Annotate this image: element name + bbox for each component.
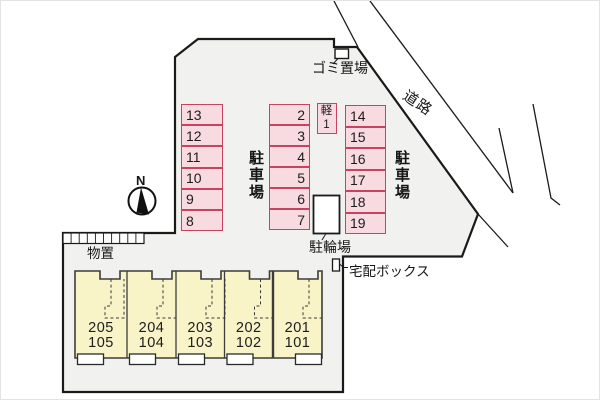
stair-dashed-symbol xyxy=(254,279,274,319)
unit-lower-number: 101 xyxy=(284,335,311,352)
parking-stall-3: 3 xyxy=(269,125,310,146)
parking-stall-9: 9 xyxy=(181,188,223,210)
unit-upper-number: 203 xyxy=(187,320,214,336)
parking-stall-13: 13 xyxy=(181,104,223,126)
road-edge-lower xyxy=(477,213,509,248)
parking-area-label-right: 駐車場 xyxy=(393,150,410,201)
delivery-box xyxy=(331,258,341,272)
compass-icon xyxy=(127,186,157,216)
unit-lower-number: 103 xyxy=(187,335,214,352)
road-branch-line xyxy=(498,127,514,194)
parking-stall-5: 5 xyxy=(269,167,310,188)
parking-stall-4: 4 xyxy=(269,146,310,167)
unit-upper-number: 202 xyxy=(235,320,262,336)
entrance-porch xyxy=(226,353,254,366)
parking-area-label-left: 駐車場 xyxy=(247,150,264,201)
north-indicator-label: N xyxy=(136,173,146,188)
unit-upper-number: 201 xyxy=(284,320,311,336)
entrance-porch xyxy=(294,353,323,366)
entrance-porch xyxy=(128,353,157,366)
bicycle-parking-label: 駐輪場 xyxy=(309,239,351,255)
parking-stall-14: 14 xyxy=(345,105,386,127)
bicycle-leader-line xyxy=(321,233,327,241)
parking-stall-16: 16 xyxy=(345,148,386,170)
parking-stall-18: 18 xyxy=(345,191,386,213)
delivery-box-label: 宅配ボックス xyxy=(349,264,430,279)
parking-stall-7: 7 xyxy=(269,209,310,230)
garbage-leader-line xyxy=(332,58,339,65)
garbage-area-label: ゴミ置場 xyxy=(312,60,368,76)
parking-stall-12: 12 xyxy=(181,125,223,147)
storage-label: 物置 xyxy=(87,246,114,261)
road-far-right-line xyxy=(532,103,561,206)
unit-lower-number: 105 xyxy=(88,335,114,352)
delivery-leader-line xyxy=(339,263,348,268)
road-edge-upper xyxy=(333,1,359,48)
building-footprint xyxy=(74,270,323,366)
parking-stall-15: 15 xyxy=(345,126,386,148)
garbage-box xyxy=(334,48,350,60)
parking-stall-6: 6 xyxy=(269,188,310,209)
bicycle-parking-box xyxy=(312,194,341,235)
parking-stall-11: 11 xyxy=(181,146,223,168)
parking-stall-8: 8 xyxy=(181,210,223,232)
kei-stall-number: 1 xyxy=(323,118,330,131)
storage-strip xyxy=(62,232,145,245)
entrance-porch xyxy=(177,353,206,366)
stair-dashed-symbol xyxy=(205,279,226,319)
stall-kei-1: 軽 1 xyxy=(316,103,337,134)
unit-upper-number: 205 xyxy=(88,320,114,336)
entrance-porch xyxy=(76,353,105,366)
stair-dashed-symbol xyxy=(302,279,323,319)
unit-lower-number: 104 xyxy=(138,335,165,352)
parking-stall-17: 17 xyxy=(345,169,386,191)
kei-stall-label: 軽 xyxy=(320,104,333,117)
parking-stall-19: 19 xyxy=(345,212,386,234)
unit-upper-number: 204 xyxy=(138,320,165,336)
parking-stall-10: 10 xyxy=(181,167,223,189)
stair-dashed-symbol xyxy=(156,279,177,319)
unit-lower-number: 102 xyxy=(235,335,262,352)
parking-stall-2: 2 xyxy=(269,104,310,125)
stair-dashed-symbol xyxy=(104,279,125,319)
road-edge-far xyxy=(369,1,514,194)
